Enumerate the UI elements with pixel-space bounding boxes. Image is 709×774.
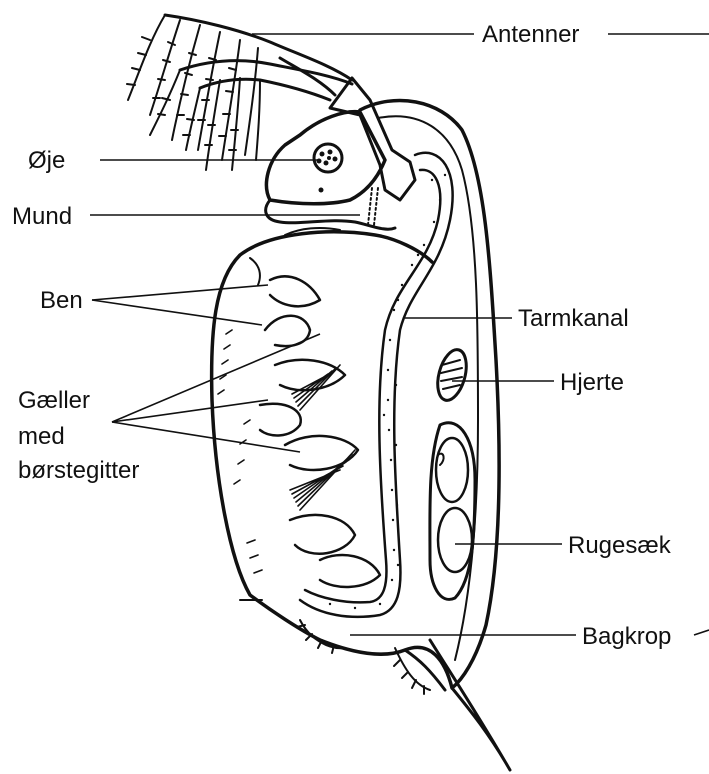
label-mund: Mund	[12, 203, 72, 230]
label-gaeller-line3: børstegitter	[18, 457, 139, 484]
thoracic-legs	[260, 276, 380, 587]
label-oeje: Øje	[28, 147, 65, 174]
leader-gaeller-3	[112, 422, 300, 452]
body-details	[240, 228, 340, 600]
antennae	[165, 15, 352, 100]
label-antenner: Antenner	[482, 21, 579, 48]
leader-ben-1	[92, 285, 268, 300]
tail-spine	[405, 640, 510, 770]
label-tarmkanal: Tarmkanal	[518, 305, 629, 332]
leader-gaeller-1	[112, 334, 320, 422]
label-bagkrop: Bagkrop	[582, 623, 671, 650]
esophagus	[368, 188, 378, 225]
label-gaeller-line2: med	[18, 423, 65, 450]
label-rugesaek: Rugesæk	[568, 532, 672, 559]
label-hjerte: Hjerte	[560, 369, 624, 396]
carapace-inner	[378, 116, 478, 660]
postabdomen	[297, 620, 430, 694]
label-gaeller-line1: Gæller	[18, 387, 90, 414]
compound-eye	[314, 144, 342, 193]
label-ben: Ben	[40, 287, 83, 314]
leader-gaeller-2	[112, 400, 268, 422]
head-outline	[266, 112, 385, 204]
leader-ben-2	[92, 300, 262, 325]
daphnia-illustration	[127, 15, 510, 770]
heart	[433, 347, 472, 404]
leader-bagkrop-right	[694, 630, 709, 635]
brood-pouch	[430, 423, 475, 600]
antenna-setae	[127, 15, 260, 170]
